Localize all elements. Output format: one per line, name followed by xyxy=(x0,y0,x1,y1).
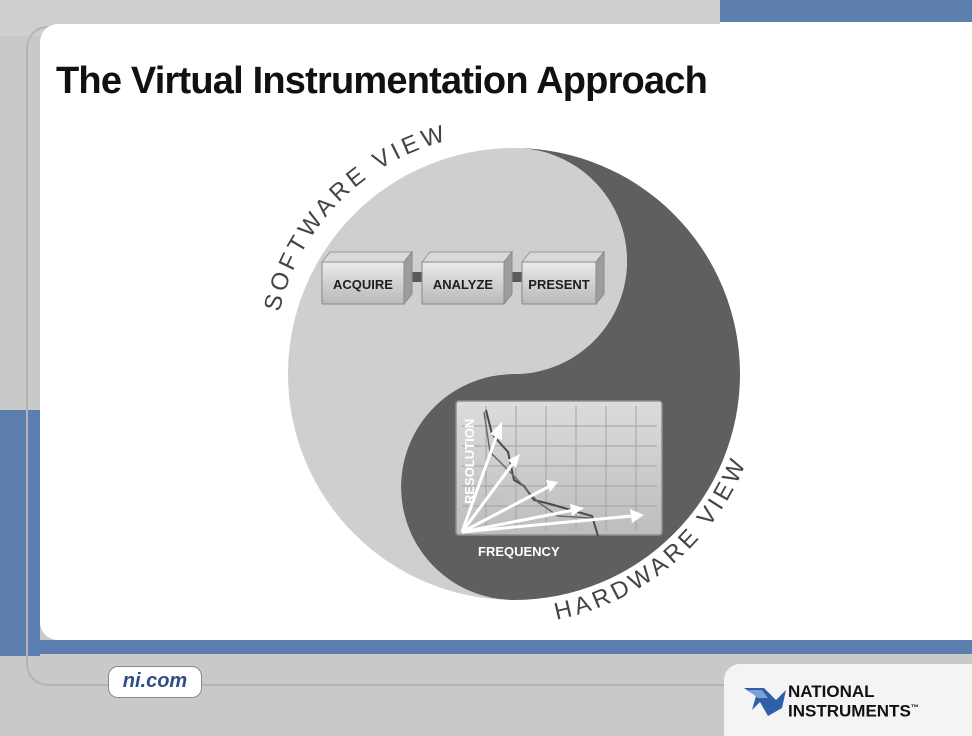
acquire-label: ACQUIRE xyxy=(333,277,393,292)
ni-logo: NATIONAL INSTRUMENTS™ xyxy=(724,664,972,736)
block-connector xyxy=(402,272,424,282)
plot-y-label: RESOLUTION xyxy=(462,419,477,504)
analyze-label: ANALYZE xyxy=(433,277,494,292)
present-block: PRESENT xyxy=(520,250,606,306)
analyze-block: ANALYZE xyxy=(420,250,514,306)
slide-title: The Virtual Instrumentation Approach xyxy=(56,60,708,102)
acquire-block: ACQUIRE xyxy=(320,250,414,306)
plot-arrows xyxy=(460,431,633,534)
logo-line-national: NATIONAL xyxy=(788,682,875,701)
left-accent-band xyxy=(0,410,40,656)
arrow-heads xyxy=(490,422,644,523)
logo-line-instruments: INSTRUMENTS xyxy=(788,701,911,721)
resolution-frequency-plot: RESOLUTION FREQUENCY xyxy=(455,400,663,559)
block-connector xyxy=(502,272,524,282)
ni-logo-wordmark: NATIONAL INSTRUMENTS™ xyxy=(788,682,919,721)
trademark-symbol: ™ xyxy=(910,703,919,712)
yin-yang-figure: SOFTWARE VIEW HARDWARE VIEW ACQUIRE ANAL… xyxy=(259,120,749,626)
ni-com-link[interactable]: ni.com xyxy=(108,666,202,698)
bottom-accent-band xyxy=(40,640,972,654)
present-label: PRESENT xyxy=(528,277,589,292)
eagle-logo-icon xyxy=(744,688,786,716)
plot-x-label: FREQUENCY xyxy=(478,544,560,559)
